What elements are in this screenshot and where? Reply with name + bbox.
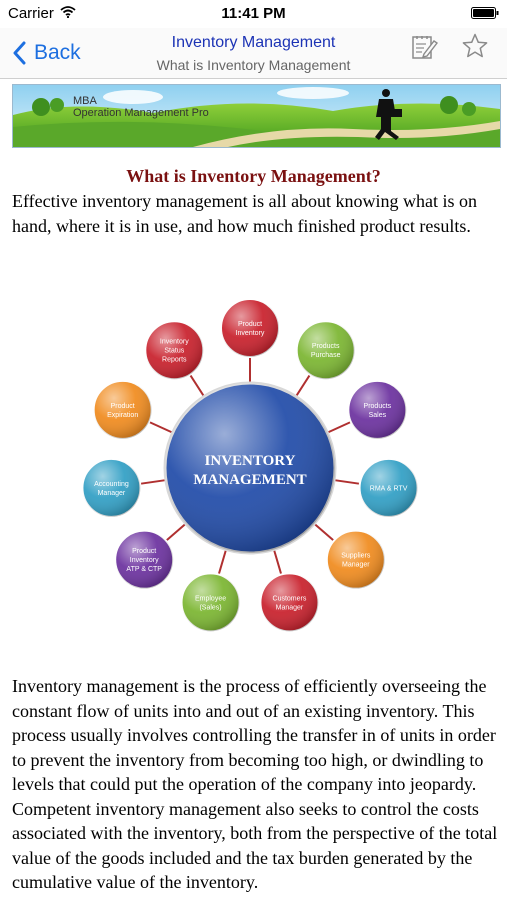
diagram-node-label: Inventory	[160, 339, 189, 346]
diagram-connector	[188, 373, 206, 399]
diagram-node-label: Manager	[276, 604, 304, 611]
diagram-node-label: Status	[164, 348, 184, 355]
status-bar: Carrier 11:41 PM	[0, 0, 507, 28]
diagram-connector	[164, 521, 188, 543]
diagram-node-label: Product	[132, 548, 156, 555]
diagram-node: Employee (Sales)	[180, 572, 241, 633]
nav-subtitle: What is Inventory Management	[156, 57, 351, 73]
diagram-node-label: Expiration	[107, 412, 138, 419]
diagram-node-label: (Sales)	[199, 604, 221, 611]
diagram-node-label: Customers	[273, 595, 307, 602]
diagram-node-label: Product	[111, 403, 135, 410]
intro-paragraph: Effective inventory management is all ab…	[12, 191, 478, 236]
diagram-node-label: ATP & CTP	[126, 566, 162, 573]
diagram-node-label: Employee	[195, 595, 226, 602]
chevron-left-icon	[13, 41, 26, 65]
note-edit-icon[interactable]	[410, 32, 438, 60]
diagram-connector	[312, 521, 336, 543]
back-label: Back	[34, 41, 81, 64]
diagram-node-label: Inventory	[130, 557, 159, 564]
status-time: 11:41 PM	[221, 5, 286, 22]
diagram-center-label: MANAGEMENT	[193, 472, 306, 488]
diagram-node-label: Products	[312, 343, 340, 350]
wifi-icon	[60, 6, 76, 18]
nav-title: Inventory Management	[171, 34, 336, 51]
banner-landscape-image	[13, 85, 500, 147]
inventory-management-diagram: ProductInventoryProductsPurchaseProducts…	[81, 298, 419, 633]
diagram-connector	[294, 373, 312, 399]
diagram-node-label: Products	[364, 403, 392, 410]
back-button[interactable]: Back	[12, 36, 81, 70]
diagram-connector	[332, 478, 362, 485]
diagram-node-label: Suppliers	[341, 553, 371, 560]
app-banner: MBA Operation Management Pro	[12, 84, 501, 148]
diagram-node-label: Sales	[369, 412, 387, 419]
diagram-connector	[272, 547, 283, 576]
content-title: What is Inventory Management?	[126, 166, 381, 186]
diagram-node-label: Product	[238, 321, 262, 328]
star-icon[interactable]	[461, 32, 489, 60]
diagram-connector	[325, 420, 353, 435]
navigation-bar: Back Inventory Management What is Invent…	[0, 28, 507, 79]
battery-icon	[471, 7, 499, 19]
diagram-node-label: RMA & RTV	[370, 485, 408, 492]
diagram-connector	[217, 547, 228, 576]
diagram-node-label: Accounting	[94, 481, 129, 488]
diagram-node-label: Purchase	[311, 352, 341, 359]
diagram-node-label: Inventory	[236, 330, 265, 337]
banner-title-line2: Operation Management Pro	[73, 107, 209, 119]
diagram-node-label: Manager	[342, 562, 370, 569]
banner-title-line1: MBA	[73, 95, 97, 107]
diagram-connector	[138, 478, 168, 485]
diagram-node: RMA & RTV	[358, 457, 419, 518]
diagram-center-node: INVENTORY MANAGEMENT	[163, 381, 337, 555]
carrier-label: Carrier	[8, 5, 54, 22]
diagram-center-label: INVENTORY	[205, 453, 296, 469]
diagram-node-label: Reports	[162, 357, 187, 364]
body-paragraph: Inventory management is the process of e…	[12, 676, 498, 892]
diagram-node-label: Manager	[98, 490, 126, 497]
diagram-connector	[147, 420, 175, 435]
